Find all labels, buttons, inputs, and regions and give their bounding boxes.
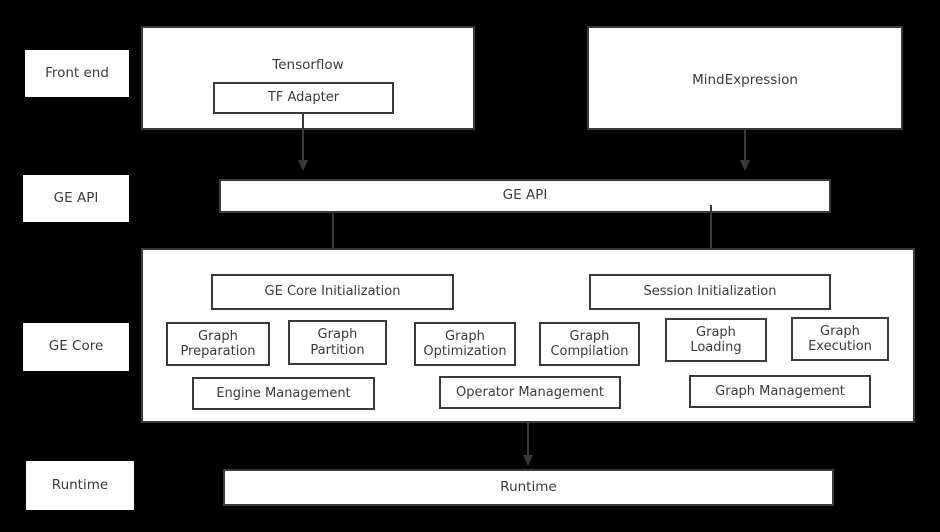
mindexpression-panel[interactable]: MindExpression xyxy=(587,26,903,130)
layer-label-runtime-text: Runtime xyxy=(51,476,109,493)
arrowhead-tf-adapter-to-ge-api xyxy=(298,160,308,171)
layer-label-ge-api: GE API xyxy=(23,175,129,222)
graph-execution-label: Graph Execution xyxy=(808,323,872,354)
graph-preparation-label: Graph Preparation xyxy=(180,328,256,359)
graph-management-box[interactable]: Graph Management xyxy=(689,375,871,408)
session-initialization-label: Session Initialization xyxy=(643,284,777,300)
operator-management-label: Operator Management xyxy=(456,384,604,400)
graph-preparation-box[interactable]: Graph Preparation xyxy=(166,322,270,366)
layer-label-runtime: Runtime xyxy=(26,461,134,510)
arrowhead-ge-core-to-runtime xyxy=(523,455,533,466)
layer-label-ge-api-text: GE API xyxy=(53,189,99,206)
tf-adapter-label: TF Adapter xyxy=(267,90,340,106)
session-initialization-box[interactable]: Session Initialization xyxy=(589,274,831,310)
graph-loading-box[interactable]: Graph Loading xyxy=(665,318,767,362)
operator-management-box[interactable]: Operator Management xyxy=(439,376,621,409)
graph-optimization-label: Graph Optimization xyxy=(423,328,507,359)
graph-execution-box[interactable]: Graph Execution xyxy=(791,317,889,361)
graph-compilation-box[interactable]: Graph Compilation xyxy=(539,322,640,366)
layer-label-front-end-text: Front end xyxy=(45,64,109,81)
connector-mindexpression-to-ge-api xyxy=(744,130,746,164)
runtime-bar-label: Runtime xyxy=(500,478,557,495)
engine-management-label: Engine Management xyxy=(216,385,351,401)
ge-api-bar[interactable]: GE API xyxy=(219,179,831,213)
layer-label-ge-core: GE Core xyxy=(23,323,129,371)
arrowhead-mindexpression-to-ge-api xyxy=(740,160,750,171)
ge-api-bar-label: GE API xyxy=(502,187,548,204)
layer-label-ge-core-text: GE Core xyxy=(48,338,104,355)
connector-ge-api-to-session-init xyxy=(710,205,712,256)
layer-label-front-end: Front end xyxy=(25,50,129,97)
tensorflow-panel-title: Tensorflow xyxy=(272,57,344,73)
graph-optimization-box[interactable]: Graph Optimization xyxy=(414,322,516,366)
mindexpression-panel-title: MindExpression xyxy=(692,72,798,88)
tensorflow-panel[interactable]: Tensorflow xyxy=(141,26,475,130)
connector-ge-core-to-runtime xyxy=(527,423,529,458)
engine-management-box[interactable]: Engine Management xyxy=(192,377,375,410)
connector-ge-api-to-ge-core-init xyxy=(332,213,334,256)
graph-compilation-label: Graph Compilation xyxy=(550,328,629,359)
ge-core-initialization-label: GE Core Initialization xyxy=(264,284,401,300)
ge-core-initialization-box[interactable]: GE Core Initialization xyxy=(211,274,454,310)
connector-tf-adapter-to-ge-api xyxy=(302,114,304,164)
runtime-bar[interactable]: Runtime xyxy=(223,469,834,506)
tf-adapter-box[interactable]: TF Adapter xyxy=(213,82,394,114)
graph-loading-label: Graph Loading xyxy=(690,324,742,355)
graph-management-label: Graph Management xyxy=(715,383,845,399)
graph-partition-label: Graph Partition xyxy=(310,327,365,358)
graph-partition-box[interactable]: Graph Partition xyxy=(288,320,387,365)
